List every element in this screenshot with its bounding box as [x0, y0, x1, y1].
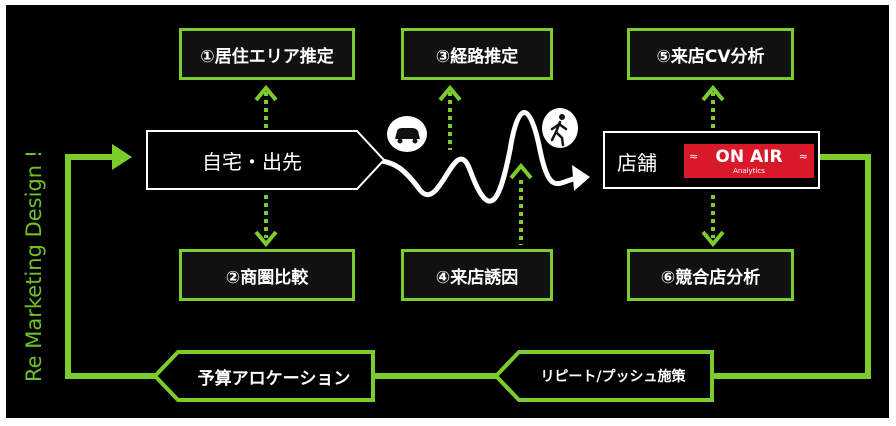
- walking-person-icon: [542, 108, 578, 148]
- journey-arrowhead: [572, 165, 590, 191]
- loop-line: [65, 154, 871, 379]
- loop-arrowhead: [112, 144, 132, 170]
- onair-title: ON AIR: [715, 147, 783, 167]
- box-route-estimation: ③経路推定: [401, 28, 553, 80]
- customer-journey-path: [369, 110, 579, 204]
- car-icon: [387, 116, 427, 152]
- home-label: 自宅・出先: [202, 149, 302, 174]
- repeat-push-label: リピート/プッシュ施策: [540, 369, 686, 385]
- onair-logo: ≈ ON AIR ≈ Analytics: [684, 144, 814, 178]
- arrowhead-b3: [438, 84, 462, 102]
- box-visit-cv-analysis: ⑤来店CV分析: [627, 28, 794, 80]
- arrowhead-b4: [509, 162, 533, 180]
- budget-allocation-label: 予算アロケーション: [197, 368, 351, 389]
- arrowhead-b1: [254, 84, 278, 102]
- store-node: 店舗 ≈ ON AIR ≈ Analytics: [603, 131, 820, 189]
- signal-left-icon: ≈: [689, 150, 699, 163]
- arrowhead-b6: [701, 230, 725, 248]
- onair-subtitle: Analytics: [733, 167, 765, 175]
- arrowhead-b2: [254, 230, 278, 248]
- box-visit-inducement: ④来店誘因: [401, 249, 553, 301]
- store-label: 店舗: [617, 151, 657, 175]
- box-competitor-analysis: ⑥競合店分析: [627, 249, 794, 301]
- box-residence-area-estimation: ①居住エリア推定: [179, 28, 355, 80]
- arrowhead-b5: [701, 84, 725, 102]
- signal-right-icon: ≈: [798, 150, 808, 163]
- side-title: Re Marketing Design !: [22, 149, 46, 382]
- box-trade-area-comparison: ②商圏比較: [179, 249, 355, 301]
